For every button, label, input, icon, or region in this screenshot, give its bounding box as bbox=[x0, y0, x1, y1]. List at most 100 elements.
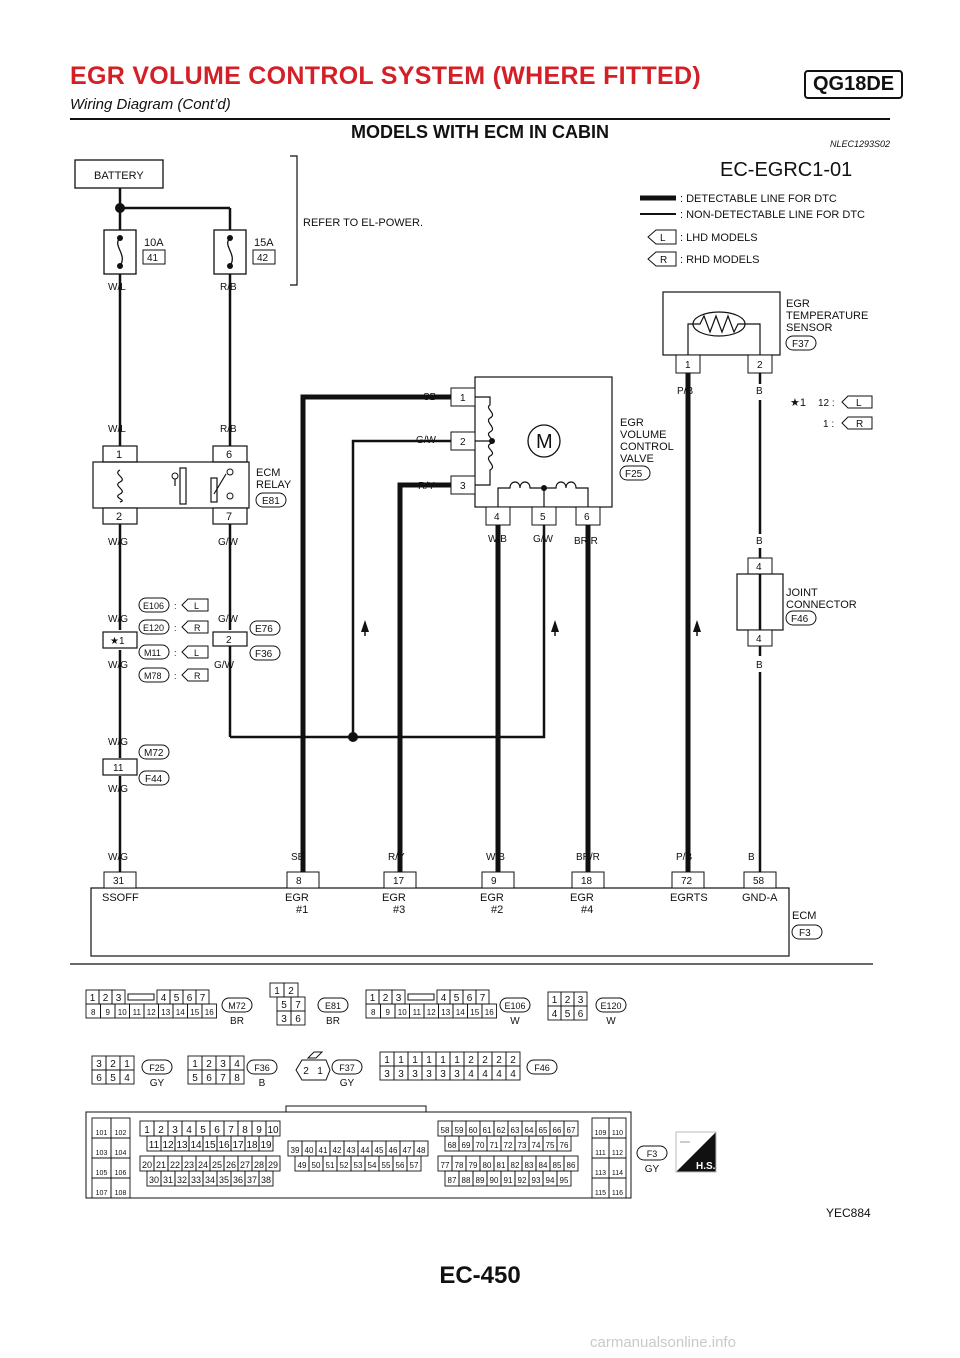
f3-r2-cell: 15 bbox=[204, 1140, 216, 1151]
f3-left-cell: 103 bbox=[96, 1150, 108, 1157]
f3-r4-cell: 36 bbox=[233, 1175, 243, 1185]
sensor-label-1: EGR bbox=[786, 298, 810, 310]
tag-r-2: R bbox=[194, 671, 201, 681]
sensor-wire-2: B bbox=[756, 386, 763, 397]
f3-r3-cell: 28 bbox=[254, 1160, 264, 1170]
f37-cell: 1 bbox=[317, 1066, 323, 1077]
ecm-pin-label-72: EGRTS bbox=[670, 892, 708, 904]
f3-r2-cell: 18 bbox=[246, 1140, 258, 1151]
ecm-pin-9: 9 bbox=[491, 876, 497, 887]
f3-rr1-cell: 65 bbox=[539, 1126, 548, 1135]
valve-pin-2: 2 bbox=[460, 437, 466, 448]
f46-top-cell: 1 bbox=[426, 1055, 432, 1066]
ecm-pin-box-31 bbox=[103, 871, 137, 889]
f3-rr4-cell: 87 bbox=[448, 1176, 457, 1185]
battery-splice bbox=[115, 203, 125, 213]
conn-e120: E120 bbox=[143, 623, 164, 633]
relay-label-1: ECM bbox=[256, 467, 280, 479]
tag-r-1: R bbox=[194, 623, 201, 633]
star-tag-r: R bbox=[856, 419, 863, 430]
sensor-pin-2: 2 bbox=[757, 360, 763, 371]
f3-r1-cell: 2 bbox=[158, 1125, 164, 1136]
f3-r3-cell: 20 bbox=[142, 1160, 152, 1170]
ecm-wire-58: B bbox=[748, 852, 755, 863]
f3-rr3-cell: 79 bbox=[469, 1161, 478, 1170]
f37-color: GY bbox=[340, 1078, 355, 1089]
joint-wire-bottom: B bbox=[756, 660, 763, 671]
f3-left-cell: 105 bbox=[96, 1170, 108, 1177]
colon-3: : bbox=[174, 648, 177, 658]
f46-top-cell: 2 bbox=[496, 1055, 502, 1066]
fuse-10a bbox=[103, 229, 137, 275]
watermark: carmanualsonline.info bbox=[590, 1334, 736, 1351]
joint-pin-top: 4 bbox=[756, 562, 762, 573]
f3-color: GY bbox=[645, 1164, 660, 1175]
f46-bot-cell: 3 bbox=[426, 1069, 432, 1080]
f3-r1-cell: 4 bbox=[186, 1125, 192, 1136]
m72-bot-cell: 10 bbox=[118, 1008, 127, 1017]
f3-m2-cell: 57 bbox=[410, 1161, 419, 1170]
fuse2-number: 42 bbox=[257, 253, 269, 264]
ecm-pin-label-18: EGR bbox=[570, 892, 594, 904]
e81-mid-cell: 5 bbox=[281, 1000, 287, 1011]
f3-rr4-cell: 92 bbox=[518, 1176, 527, 1185]
ecm-wire-8: SB bbox=[291, 852, 305, 863]
e81-mid-cell: 7 bbox=[295, 1000, 301, 1011]
f3-right-cell: 111 bbox=[595, 1150, 606, 1157]
motor-symbol: M bbox=[536, 431, 553, 453]
e106-bot-cell: 13 bbox=[441, 1008, 450, 1017]
valve-label-2: VOLUME bbox=[620, 429, 666, 441]
f3-rr2-cell: 70 bbox=[476, 1141, 485, 1150]
f36-bot-cell: 5 bbox=[192, 1073, 198, 1084]
m72-top-cell: 4 bbox=[161, 993, 167, 1004]
ecm-pin-sub-18: #4 bbox=[581, 904, 593, 916]
f3-r4-cell: 37 bbox=[247, 1175, 257, 1185]
f25-name: F25 bbox=[149, 1063, 165, 1073]
fuse2-rating: 15A bbox=[254, 237, 274, 249]
f3-rr3-cell: 86 bbox=[567, 1161, 576, 1170]
f3-rr3-cell: 77 bbox=[441, 1161, 450, 1170]
f3-left-cell: 106 bbox=[115, 1170, 127, 1177]
e120-top-cell: 2 bbox=[565, 995, 571, 1006]
f3-m2-cell: 52 bbox=[340, 1161, 349, 1170]
f3-m1-cell: 47 bbox=[403, 1146, 412, 1155]
e81-bot-cell: 6 bbox=[295, 1014, 301, 1025]
legend-detectable: : DETECTABLE LINE FOR DTC bbox=[680, 193, 837, 205]
relay-label-2: RELAY bbox=[256, 479, 292, 491]
f3-r1-cell: 5 bbox=[200, 1125, 206, 1136]
valve-label-3: CONTROL bbox=[620, 441, 674, 453]
f3-r1-cell: 6 bbox=[214, 1125, 220, 1136]
legend-r-tag: R bbox=[660, 255, 667, 266]
f46-top-cell: 1 bbox=[440, 1055, 446, 1066]
m72-f44-connector bbox=[102, 758, 138, 776]
valve-pin-3: 3 bbox=[460, 481, 466, 492]
fuse-15a bbox=[213, 229, 247, 275]
star-value-2: 1 : bbox=[823, 419, 834, 430]
e106-top-cell: 7 bbox=[480, 993, 486, 1004]
f3-rr2-cell: 73 bbox=[518, 1141, 527, 1150]
f3-m2-cell: 56 bbox=[396, 1161, 405, 1170]
ecm-pin-17: 17 bbox=[393, 876, 405, 887]
e81-top-cell: 2 bbox=[288, 986, 294, 997]
f3-rr2-cell: 72 bbox=[504, 1141, 513, 1150]
m72-name: M72 bbox=[228, 1001, 246, 1011]
f3-left-cell: 104 bbox=[115, 1150, 127, 1157]
f3-right-cell: 109 bbox=[595, 1130, 607, 1137]
f46-bot-cell: 4 bbox=[496, 1069, 502, 1080]
conn-m78: M78 bbox=[144, 671, 162, 681]
e81-bot-cell: 3 bbox=[281, 1014, 287, 1025]
e106-top-cell: 5 bbox=[454, 993, 460, 1004]
relay-pin-6: 6 bbox=[226, 449, 232, 461]
f3-rr1-cell: 61 bbox=[483, 1126, 492, 1135]
f3-r3-cell: 26 bbox=[226, 1160, 236, 1170]
f3-left-cell: 102 bbox=[115, 1130, 127, 1137]
f36-top-cell: 3 bbox=[220, 1059, 226, 1070]
f3-rr3-cell: 82 bbox=[511, 1161, 520, 1170]
f46-top-cell: 1 bbox=[412, 1055, 418, 1066]
f25-bot-cell: 4 bbox=[124, 1073, 130, 1084]
e106-top-cell: 2 bbox=[383, 993, 389, 1004]
ecm-pin-72: 72 bbox=[681, 876, 693, 887]
f3-rr1-cell: 59 bbox=[455, 1126, 464, 1135]
ecm-pin-box-72 bbox=[671, 871, 705, 889]
